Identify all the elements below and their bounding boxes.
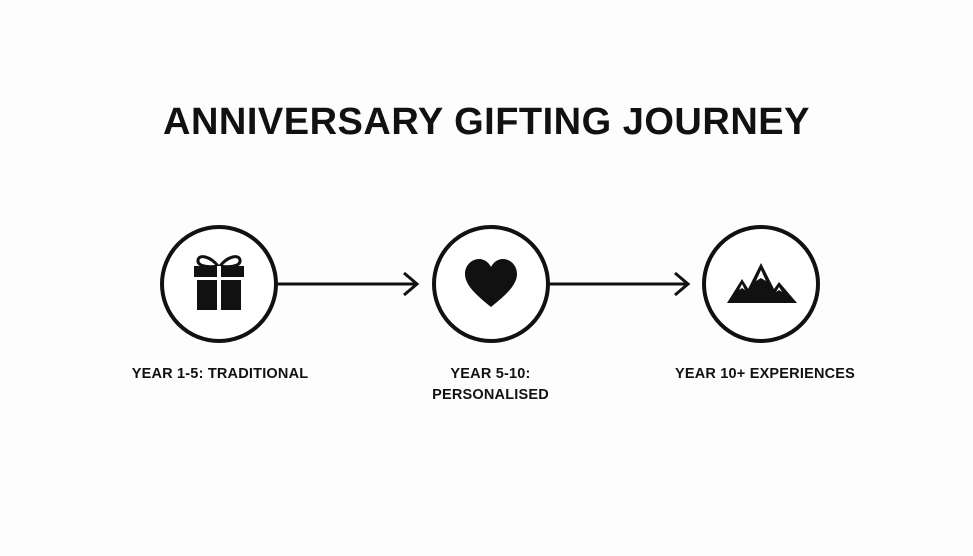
page-title: ANNIVERSARY GIFTING JOURNEY — [163, 101, 810, 143]
stage-node-2 — [432, 225, 550, 343]
stage-label-3: YEAR 10+ EXPERIENCES — [674, 366, 856, 382]
stage-node-3 — [702, 225, 820, 343]
stage-label-2: YEAR 5-10: PERSONALISED — [432, 366, 549, 403]
heart-icon — [465, 259, 517, 307]
stage-label-1: YEAR 1-5: TRADITIONAL — [131, 366, 309, 382]
stage-node-1 — [160, 225, 278, 343]
arrow-connector-1 — [277, 271, 420, 297]
arrow-connector-2 — [548, 271, 691, 297]
gift-icon — [194, 255, 244, 310]
mountain-icon — [727, 263, 797, 303]
